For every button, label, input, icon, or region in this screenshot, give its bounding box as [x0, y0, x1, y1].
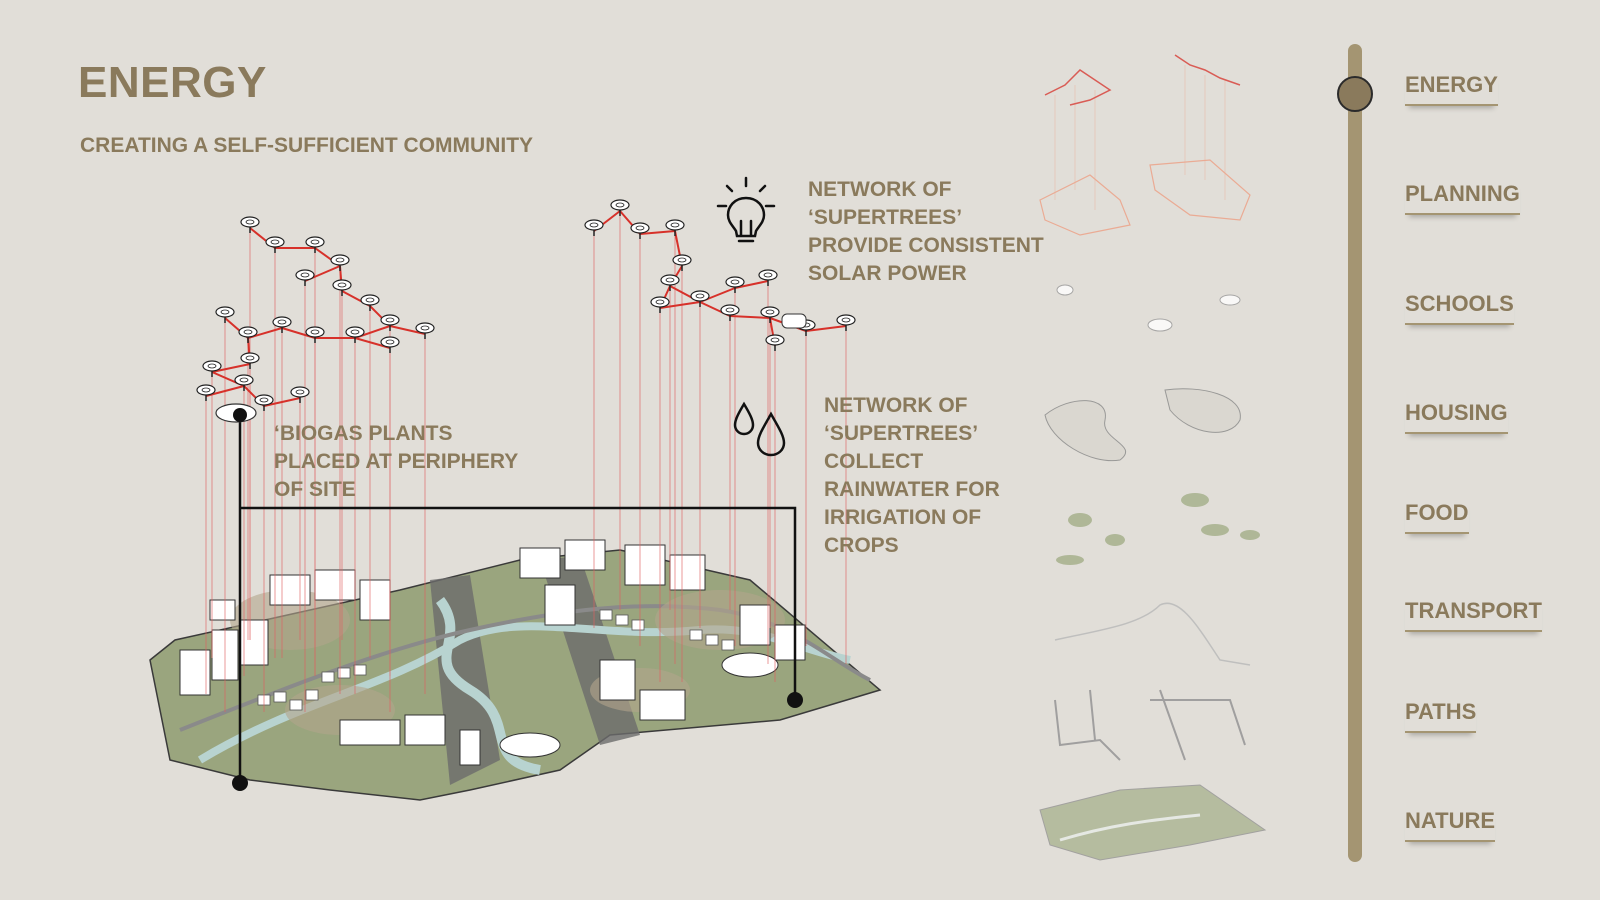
supertree-node	[760, 306, 780, 323]
layer-energy	[1039, 54, 1251, 236]
nav-item-housing[interactable]: HOUSING	[1405, 400, 1508, 434]
supertree-projection-lines	[205, 213, 847, 712]
supertree-nodes	[196, 199, 856, 411]
site-base	[149, 539, 882, 801]
biogas-callout: ‘BIOGAS PLANTS PLACED AT PERIPHERY OF SI…	[274, 422, 519, 501]
lightbulb-icon	[716, 176, 776, 243]
supertree-node	[725, 276, 745, 293]
biogas-node	[787, 692, 803, 708]
layer-slider-track[interactable]	[1348, 44, 1362, 862]
layer-transport	[1054, 689, 1246, 761]
nav-item-transport[interactable]: TRANSPORT	[1405, 598, 1542, 632]
network-link	[659, 301, 701, 309]
nav-item-food[interactable]: FOOD	[1405, 500, 1469, 534]
network-link	[639, 230, 676, 235]
biogas-node	[233, 408, 247, 422]
supertree-node	[332, 279, 352, 296]
supertree-node	[672, 254, 692, 271]
nav-item-energy[interactable]: ENERGY	[1405, 72, 1498, 106]
biogas-connection	[238, 415, 797, 783]
supertree-node	[630, 222, 650, 239]
supertree-node	[330, 254, 350, 271]
water-drops-icon	[733, 401, 786, 457]
supertree-node	[305, 326, 325, 343]
supertree-node	[254, 394, 274, 411]
supertree-node	[196, 384, 216, 401]
supertree-node	[610, 199, 630, 216]
layer-nature	[1039, 784, 1267, 861]
supertree-node	[360, 294, 380, 311]
page-title: ENERGY	[78, 58, 267, 107]
supertree-node	[584, 219, 604, 236]
supertree-node	[265, 236, 285, 253]
supertree-node	[380, 336, 400, 353]
solar-callout: NETWORK OF ‘SUPERTREES’ PROVIDE CONSISTE…	[808, 178, 1044, 285]
network-link	[805, 325, 847, 332]
network-link	[211, 363, 251, 373]
supertree-node	[415, 322, 435, 339]
biogas-plant-top	[781, 313, 807, 329]
layer-schools	[1044, 388, 1241, 462]
network-link	[729, 315, 771, 319]
supertree-node	[240, 352, 260, 369]
layer-slider-knob[interactable]	[1337, 76, 1373, 112]
supertree-node	[290, 386, 310, 403]
nav-item-paths[interactable]: PATHS	[1405, 699, 1477, 733]
biogas-node	[232, 775, 248, 791]
supertree-node	[380, 314, 400, 331]
supertree-node	[665, 219, 685, 236]
network-link	[389, 325, 426, 335]
layer-stack-thumbnails	[1039, 54, 1267, 861]
supertree-node	[295, 269, 315, 286]
supertree-node	[720, 304, 740, 321]
supertree-node	[215, 306, 235, 323]
supertree-node	[305, 236, 325, 253]
supertree-node	[272, 316, 292, 333]
supertree-node	[345, 326, 365, 343]
supertree-node	[650, 296, 670, 313]
supertree-node	[660, 274, 680, 291]
nav-item-planning[interactable]: PLANNING	[1405, 181, 1520, 215]
supertree-node	[202, 360, 222, 377]
nav-item-nature[interactable]: NATURE	[1405, 808, 1496, 842]
layer-housing	[1056, 493, 1260, 565]
page-subtitle: CREATING A SELF-SUFFICIENT COMMUNITY	[80, 134, 534, 157]
layer-food	[1054, 602, 1251, 666]
network-link	[205, 385, 245, 397]
rain-callout: NETWORK OF ‘SUPERTREES’ COLLECT RAINWATE…	[824, 394, 1000, 557]
supertree-node	[234, 374, 254, 391]
nav-item-schools[interactable]: SCHOOLS	[1405, 291, 1514, 325]
supertree-node	[758, 269, 778, 286]
network-link	[263, 397, 301, 407]
network-link	[734, 280, 769, 289]
supertree-node	[690, 290, 710, 307]
supertree-node	[765, 334, 785, 351]
supertree-node	[238, 326, 258, 343]
layer-planning	[1056, 284, 1241, 332]
supertree-node	[240, 216, 260, 233]
supertree-node	[836, 314, 856, 331]
